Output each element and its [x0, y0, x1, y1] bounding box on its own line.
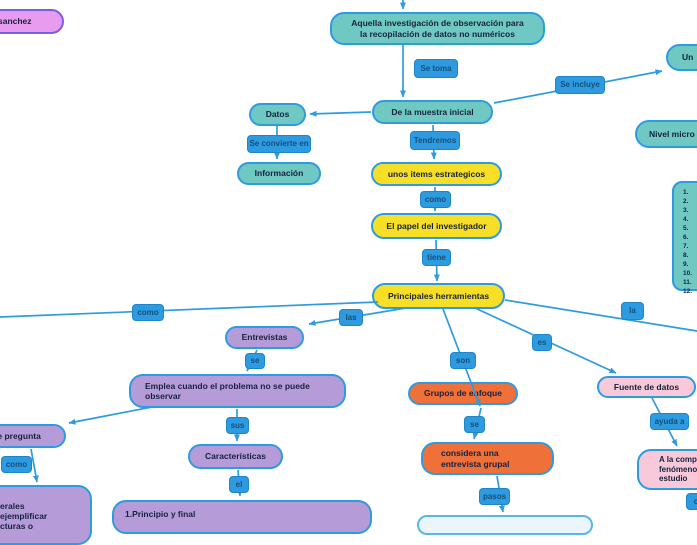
- edge-label-la[interactable]: la: [621, 302, 644, 320]
- node-caracteristicas[interactable]: Características: [188, 444, 283, 469]
- edge-label-se-convierte-en[interactable]: Se convierte en: [247, 135, 311, 153]
- edge-label-se-toma[interactable]: Se toma: [414, 59, 458, 78]
- node-datos[interactable]: Datos: [249, 103, 306, 126]
- node-lista-numerada[interactable]: 1. 2. 3. 4. 5. 6. 7. 8. 9. 10. 11. 12.: [672, 181, 697, 295]
- node-principio-y-final[interactable]: 1.Principio y final: [112, 500, 372, 534]
- edge-label-tiene[interactable]: tiene: [422, 249, 451, 266]
- node-papel-investigador[interactable]: El papel del investigador: [371, 213, 502, 239]
- node-universo[interactable]: Un: [666, 44, 697, 71]
- edge-label-tendremos[interactable]: Tendremos: [410, 131, 460, 150]
- edge-label-es[interactable]: es: [532, 334, 552, 351]
- node-emplea-cuando[interactable]: Emplea cuando el problema no se puede ob…: [129, 374, 346, 408]
- node-principales-herramientas[interactable]: Principales herramientas: [372, 283, 505, 309]
- edge-label-se-grupos[interactable]: se: [464, 416, 485, 433]
- edge-label-sus[interactable]: sus: [226, 417, 249, 434]
- node-de-la-muestra-inicial[interactable]: De la muestra inicial: [372, 100, 493, 124]
- edge-label-como-left[interactable]: como: [132, 304, 164, 321]
- node-nivel-micro[interactable]: Nivel micro: [635, 120, 697, 148]
- node-definicion-investigacion[interactable]: Aquella investigación de observación par…: [330, 12, 545, 45]
- node-pasos-cortado[interactable]: [417, 515, 593, 535]
- node-entrevistas[interactable]: Entrevistas: [225, 326, 304, 349]
- edge-label-las[interactable]: las: [339, 309, 363, 326]
- node-grupos-de-enfoque[interactable]: Grupos de enfoque: [408, 382, 518, 405]
- node-items-estrategicos[interactable]: unos items estrategicos: [371, 162, 502, 186]
- edge-label-como-bottom-left[interactable]: como: [1, 456, 32, 473]
- edge-label-ayuda-a[interactable]: ayuda a: [650, 413, 689, 430]
- edge-label-son[interactable]: son: [450, 352, 476, 369]
- edge-label-el[interactable]: el: [229, 476, 249, 493]
- node-entrevista-grupal[interactable]: considera una entrevista grupal: [421, 442, 554, 475]
- node-author[interactable]: o sanchez: [0, 9, 64, 34]
- node-fuente-de-datos[interactable]: Fuente de datos: [597, 376, 696, 398]
- node-informacion[interactable]: Información: [237, 162, 321, 185]
- edge-label-se-incluye[interactable]: Se incluye: [555, 76, 605, 94]
- node-ejemplificar[interactable]: erales ejemplificar cturas o: [0, 485, 92, 545]
- node-comprension-fenomeno[interactable]: A la comp fenómeno estudio: [637, 449, 697, 490]
- edge-label-como-mid[interactable]: como: [420, 191, 451, 208]
- edge-label-pasos[interactable]: pasos: [479, 488, 510, 505]
- edge-label-se-entrevistas[interactable]: se: [245, 353, 265, 369]
- edge-label-cortado[interactable]: c: [686, 493, 697, 510]
- node-de-pregunta[interactable]: de pregunta: [0, 424, 66, 448]
